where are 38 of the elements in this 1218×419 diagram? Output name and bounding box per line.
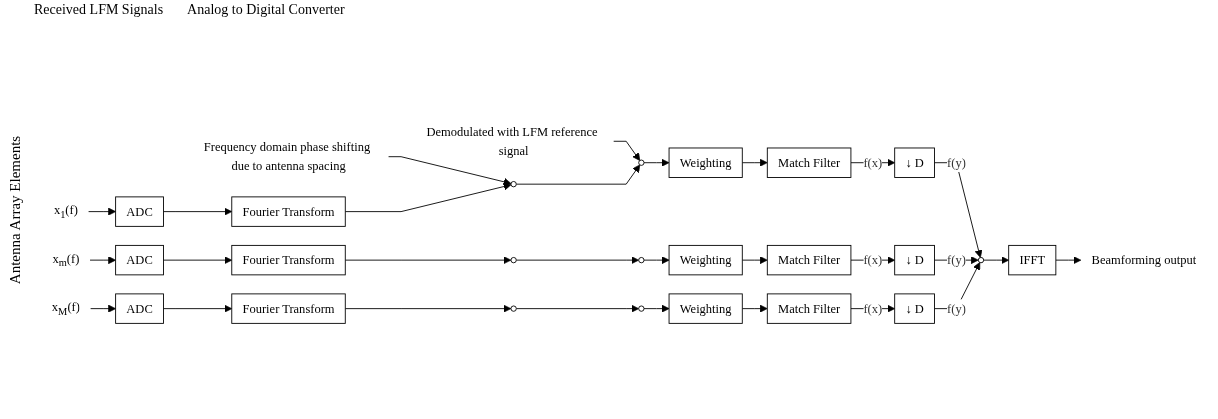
node-box: ↓ D	[894, 147, 935, 178]
edge-label: f(y)	[947, 156, 966, 170]
axis-label: Antenna Array Elements	[6, 135, 24, 284]
node-circle	[510, 305, 517, 312]
node-box: ADC	[115, 196, 164, 227]
edge-label: f(x)	[863, 156, 883, 170]
node-box: Match Filter	[766, 147, 852, 178]
column-heading: Received LFM Signals	[34, 2, 164, 18]
node-text: Frequency domain phase shifting due to antenna spacing	[203, 140, 371, 173]
node-box: Weighting	[668, 244, 743, 276]
node-text: Beamforming output	[1091, 253, 1197, 267]
node-circle	[510, 181, 517, 188]
node-circle	[638, 257, 645, 264]
node-text: x$_{1}$(f)	[53, 203, 78, 221]
node-box: ADC	[115, 293, 164, 324]
node-box: Weighting	[668, 293, 743, 324]
node-circle	[638, 159, 645, 166]
edge-label: f(y)	[947, 253, 966, 267]
edge-label: f(x)	[863, 301, 883, 316]
node-box: IFFT	[1008, 244, 1057, 276]
node-box: ↓ D	[894, 244, 935, 276]
node-box: ADC	[115, 244, 164, 276]
node-box: Fourier Transform	[231, 244, 346, 276]
node-box: Weighting	[668, 147, 743, 178]
node-circle	[977, 257, 985, 264]
column-heading: Analog to Digital Converter	[187, 2, 345, 18]
node-box: Fourier Transform	[231, 293, 346, 324]
node-box: Match Filter	[766, 293, 852, 324]
node-text: x$_{M}$(f)	[51, 300, 80, 318]
node-box: Fourier Transform	[231, 196, 346, 227]
node-text: Demodulated with LFM reference signal	[426, 125, 598, 158]
node-circle	[638, 305, 645, 312]
node-box: ↓ D	[894, 293, 935, 324]
node-text: x$_{m}$(f)	[52, 251, 80, 269]
node-box: Match Filter	[766, 244, 852, 276]
edge-label: f(y)	[947, 301, 966, 316]
node-circle	[510, 257, 517, 264]
edge-label: f(x)	[863, 253, 883, 267]
